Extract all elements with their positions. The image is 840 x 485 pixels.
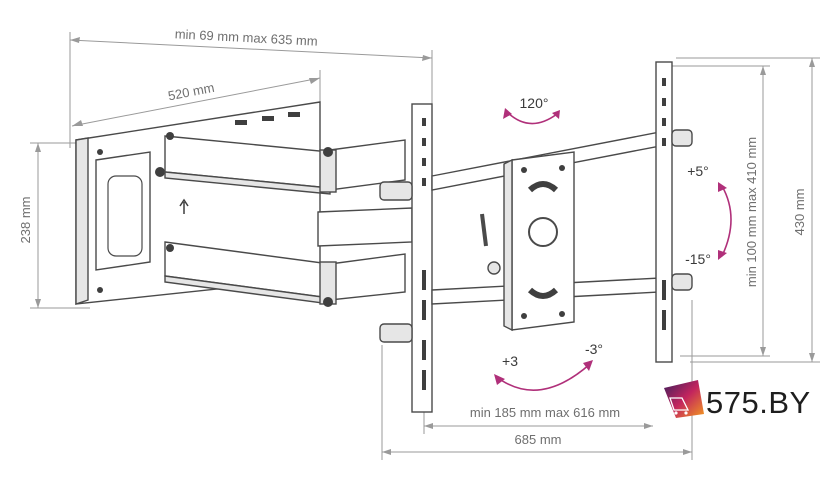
level-plus-label: +3 [502, 353, 518, 369]
rotation-arrows [494, 108, 732, 391]
bracket-height-label: 430 mm [792, 189, 807, 236]
wall-plate-height-label: 238 mm [18, 197, 33, 244]
swivel-angle-label: 120° [520, 95, 549, 111]
bracket-vertical-range-label: min 100 mm max 410 mm [744, 137, 759, 287]
left-vertical-rail [379, 103, 433, 413]
total-width-label: 685 mm [515, 432, 562, 447]
articulating-arms [164, 132, 501, 307]
horizontal-range-label: min 185 mm max 616 mm [470, 405, 620, 420]
level-minus-label: -3° [585, 341, 603, 357]
logo-text: 575.BY [706, 385, 811, 420]
brand-logo: 575.BY [664, 380, 811, 420]
dimension-lines [30, 32, 820, 460]
tilt-plate [503, 151, 575, 332]
tilt-down-label: -15° [685, 251, 711, 267]
right-vertical-rail [655, 61, 693, 363]
tilt-up-label: +5° [687, 163, 709, 179]
depth-range-label: min 69 mm max 635 mm [174, 26, 318, 48]
